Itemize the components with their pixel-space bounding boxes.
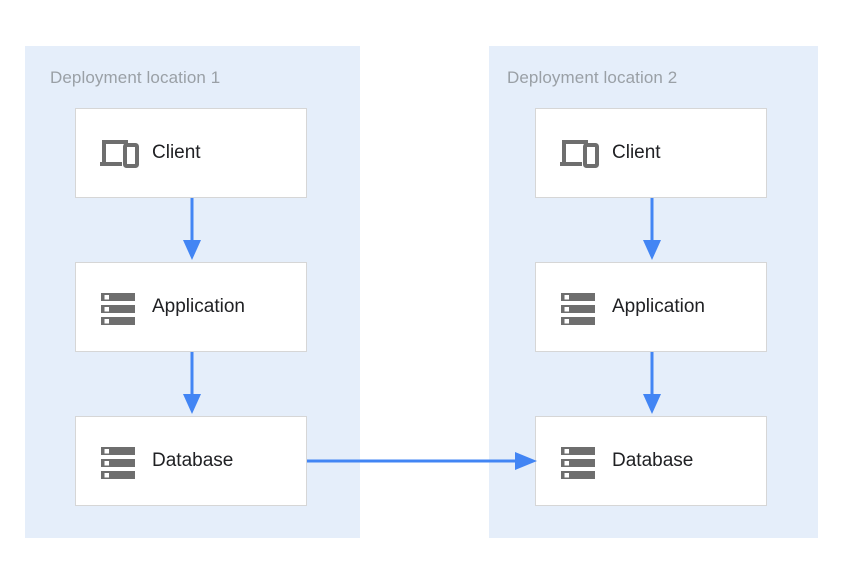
node-client-2[interactable]: Client [535,108,767,198]
server-stack-icon [96,285,140,329]
node-client-1[interactable]: Client [75,108,307,198]
deployment-zone-2-label: Deployment location 2 [507,68,678,87]
node-client-1-label: Client [152,142,201,163]
node-application-1[interactable]: Application [75,262,307,352]
arrow-client2-to-application2 [640,198,664,262]
node-database-2-label: Database [612,450,694,471]
arrow-application2-to-database2 [640,352,664,416]
devices-icon [556,131,600,175]
node-database-2[interactable]: Database [535,416,767,506]
server-stack-icon [96,439,140,483]
server-stack-icon [556,439,600,483]
deployment-zone-1-label: Deployment location 1 [50,68,221,87]
node-application-1-label: Application [152,296,245,317]
node-database-1[interactable]: Database [75,416,307,506]
node-application-2-label: Application [612,296,705,317]
node-application-2[interactable]: Application [535,262,767,352]
arrow-database1-to-database2 [307,449,539,473]
arrow-application1-to-database1 [180,352,204,416]
arrow-client1-to-application1 [180,198,204,262]
server-stack-icon [556,285,600,329]
node-database-1-label: Database [152,450,234,471]
devices-icon [96,131,140,175]
node-client-2-label: Client [612,142,661,163]
